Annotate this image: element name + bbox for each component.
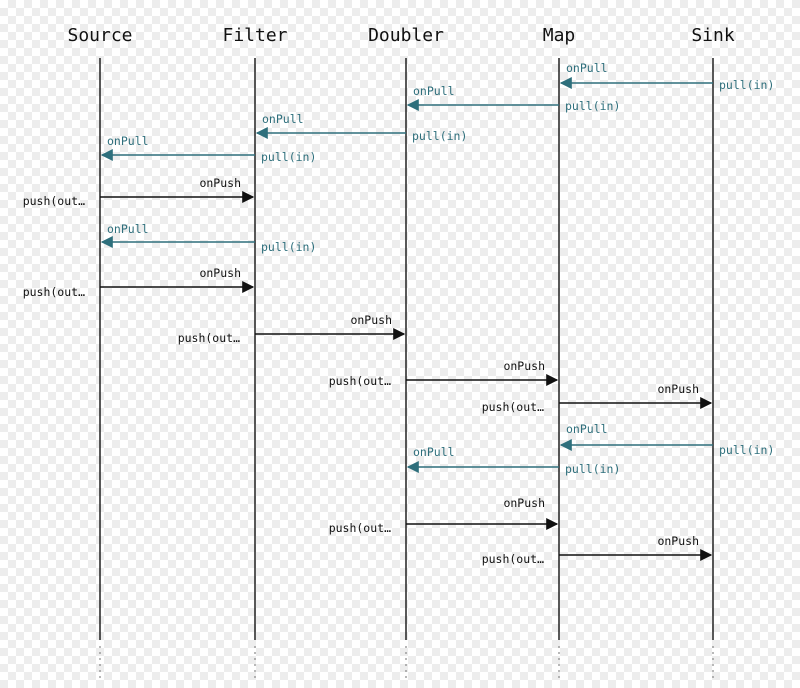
message-pull: onPull pull(in) — [406, 445, 620, 476]
message-push: onPush push(out… — [482, 382, 713, 414]
push-call-label: push(out… — [23, 194, 85, 208]
message-push: onPush push(out… — [23, 266, 255, 299]
message-push: onPush push(out… — [482, 534, 713, 566]
pull-call-label: pull(in) — [719, 443, 774, 457]
pull-call-label: pull(in) — [719, 78, 774, 92]
on-pull-label: onPull — [566, 422, 608, 436]
on-push-label: onPush — [350, 313, 392, 327]
pull-call-label: pull(in) — [261, 150, 316, 164]
push-call-label: push(out… — [329, 374, 391, 388]
participant-source-label: Source — [67, 25, 132, 46]
participant-doubler-label: Doubler — [368, 25, 444, 46]
message-pull: onPull pull(in) — [255, 112, 467, 143]
on-pull-label: onPull — [413, 84, 455, 98]
message-pull: onPull pull(in) — [100, 134, 316, 164]
on-pull-label: onPull — [107, 222, 149, 236]
participant-headers: Source Filter Doubler Map Sink — [67, 25, 734, 46]
on-push-label: onPush — [503, 496, 545, 510]
pull-call-label: pull(in) — [412, 129, 467, 143]
lifelines — [99, 58, 714, 680]
message-pull: onPull pull(in) — [559, 61, 774, 92]
participant-filter-label: Filter — [222, 25, 287, 46]
message-push: onPush push(out… — [178, 313, 406, 345]
on-pull-label: onPull — [413, 445, 455, 459]
on-pull-label: onPull — [262, 112, 304, 126]
on-push-label: onPush — [503, 359, 545, 373]
pull-call-label: pull(in) — [565, 99, 620, 113]
push-call-label: push(out… — [23, 285, 85, 299]
push-call-label: push(out… — [482, 552, 544, 566]
pull-call-label: pull(in) — [261, 240, 316, 254]
message-pull: onPull pull(in) — [406, 84, 620, 113]
participant-sink-label: Sink — [691, 25, 735, 46]
message-push: onPush push(out… — [329, 359, 559, 388]
on-pull-label: onPull — [566, 61, 608, 75]
push-call-label: push(out… — [178, 331, 240, 345]
message-push: onPush push(out… — [23, 176, 255, 208]
on-push-label: onPush — [199, 266, 241, 280]
push-call-label: push(out… — [329, 521, 391, 535]
on-pull-label: onPull — [107, 134, 149, 148]
on-push-label: onPush — [657, 534, 699, 548]
messages: onPull pull(in) onPull pull(in) onPull pull(i… — [23, 61, 775, 566]
message-pull: onPull pull(in) — [100, 222, 316, 254]
message-push: onPush push(out… — [329, 496, 559, 535]
push-call-label: push(out… — [482, 400, 544, 414]
on-push-label: onPush — [657, 382, 699, 396]
on-push-label: onPush — [199, 176, 241, 190]
participant-map-label: Map — [543, 25, 576, 46]
message-pull: onPull pull(in) — [559, 422, 774, 457]
pull-call-label: pull(in) — [565, 462, 620, 476]
